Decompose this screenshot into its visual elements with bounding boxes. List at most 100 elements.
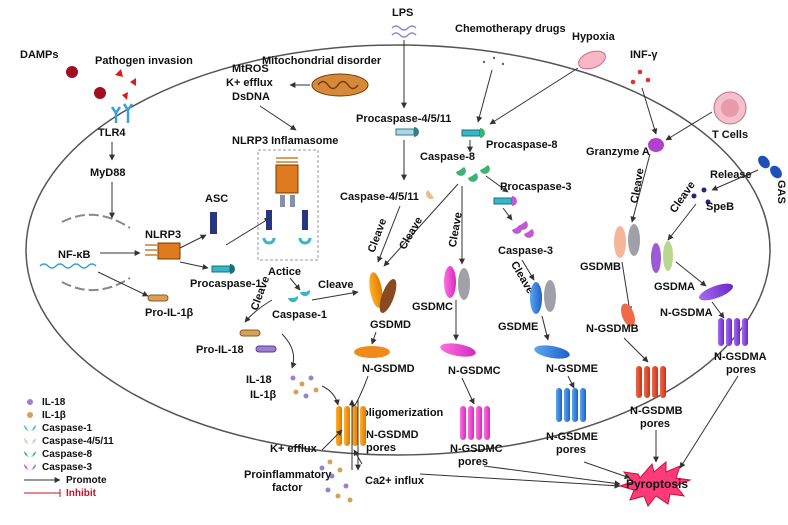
- ngsdme-pore-icon: [556, 388, 586, 422]
- legend-label: IL-1β: [42, 410, 66, 421]
- cleave-4511-label: Cleave: [366, 217, 389, 254]
- ngsdmb-to-pore-arrow: [623, 337, 649, 363]
- granzyme-icon: [648, 138, 664, 152]
- procasp3-to-casp3-arrow: [502, 207, 513, 221]
- gsdma-label: GSDMA: [654, 281, 695, 293]
- tlr4-receptor-icon: [110, 103, 134, 123]
- ngsdme-label: N-GSDME: [546, 363, 598, 375]
- legend-symbol: [24, 425, 36, 431]
- legend-label: IL-18: [42, 397, 66, 408]
- gas-label: GAS: [775, 180, 787, 204]
- casp4511-label: Caspase-4/5/11: [340, 191, 419, 203]
- infg-label: INF-γ: [630, 49, 658, 61]
- proil18-label: Pro-IL-18: [196, 344, 244, 356]
- ngsdmb-pore-icon: [636, 366, 666, 398]
- pathogen-icon: [115, 69, 136, 100]
- hypoxia-cell-icon: [578, 50, 606, 70]
- pyroptosis-burst-icon: [618, 460, 692, 507]
- pathogen-label: Pathogen invasion: [95, 55, 193, 67]
- myd88-label: MyD88: [90, 167, 125, 179]
- ngsdmc-to-pore-arrow: [461, 377, 475, 405]
- ngsdmc-to-pyroptosis-arrow: [483, 465, 621, 487]
- procasp3-icon: [493, 196, 517, 206]
- procasp1-icon: [211, 264, 235, 274]
- speb-label: SpeB: [706, 201, 734, 213]
- lps-label: LPS: [392, 7, 413, 19]
- legend-symbol: [24, 451, 36, 457]
- legend-label: Promote: [66, 475, 107, 486]
- gsdmd-label: GSDMD: [370, 319, 411, 331]
- gsdmd-protein-icon: [369, 272, 397, 314]
- procasp3-label: Procaspase-3: [500, 181, 572, 193]
- ca-influx-arrow: [353, 449, 363, 465]
- casp3-label: Caspase-3: [498, 245, 553, 257]
- ngsdma-to-pyroptosis-arrow: [679, 375, 739, 469]
- pyroptosis-label: Pyroptosis: [626, 477, 688, 491]
- nlrp3-icon: [145, 242, 181, 260]
- nlrp3-label: NLRP3: [145, 229, 181, 241]
- procasp8-icon: [461, 128, 485, 138]
- casp1-to-gsdmd-arrow: [311, 289, 359, 301]
- hypoxia-to-procasp8-arrow: [489, 67, 579, 125]
- gsdmc-protein-icon: [444, 266, 470, 300]
- legend-label: Caspase-1: [42, 423, 92, 434]
- ngsdmd-icon: [354, 346, 390, 358]
- ngsdmd-pore-icon: [336, 406, 366, 446]
- kefflux1-label: K+ efflux: [226, 77, 274, 89]
- ngsdmb-label: N-GSDMB: [586, 323, 639, 335]
- ngsdmd-to-pyroptosis-arrow: [419, 473, 621, 489]
- gas-icon: [758, 155, 782, 179]
- casp4511-to-gsdmd-arrow: [377, 205, 401, 263]
- ngsdmc-icon: [440, 343, 476, 357]
- gsdmc-label: GSDMC: [412, 301, 453, 313]
- outflow-dots-icon: [319, 459, 353, 503]
- mtros-label: MtROS: [232, 63, 269, 75]
- legend-label: Caspase-4/5/11: [42, 436, 114, 447]
- nucleus-envelope: [61, 213, 131, 292]
- nlrp3-infl-label: NLRP3 Inflamasome: [232, 135, 338, 147]
- legend-symbol: [27, 412, 33, 418]
- il1b-label: IL-1β: [250, 389, 277, 401]
- legend-symbol: [24, 438, 36, 444]
- tcells-label: T Cells: [712, 129, 748, 141]
- gsdmb-label: GSDMB: [580, 261, 621, 273]
- proil1b-icon: [147, 294, 169, 302]
- legend-label: Inhibit: [66, 488, 97, 499]
- infg-molecule-icon: [630, 69, 651, 85]
- gsdmb-to-ngsdmb-arrow: [621, 261, 633, 313]
- gas-to-speb-arrow: [711, 169, 759, 191]
- casp3-icon: [512, 221, 534, 238]
- gsdmd-to-ngsdmd-arrow: [370, 331, 377, 345]
- cleave-casp1-gsdmd-label: Cleave: [318, 279, 353, 291]
- hypoxia-label: Hypoxia: [572, 31, 616, 43]
- casp8-icon: [456, 165, 490, 182]
- asc-to-inflammasome-arrow: [225, 217, 271, 246]
- oligo-label: oligomerization: [362, 407, 444, 419]
- ngsdmb-icon: [621, 303, 635, 327]
- chemo-to-procasp8-arrow: [476, 69, 493, 123]
- mitochondria-icon: [311, 73, 369, 97]
- casp8-to-gsdmd-arrow: [383, 183, 459, 267]
- lps-icon: [391, 25, 417, 38]
- casp1-icon: [288, 290, 311, 303]
- cleave-8-gsdmd-label: Cleave: [397, 215, 425, 252]
- procasp1-label: Procaspase-1: [190, 278, 262, 290]
- asc-label: ASC: [205, 193, 228, 205]
- casp3-to-gsdme-arrow: [521, 259, 535, 281]
- ngsdme-to-pore-arrow: [567, 375, 575, 389]
- legend-symbol: [27, 399, 33, 405]
- kefflux-arrow: [321, 429, 343, 451]
- ngsdmd-to-pore-arrow: [351, 375, 369, 411]
- ngsdme-to-pyroptosis-arrow: [583, 461, 631, 480]
- ngsdma-icon: [698, 283, 734, 301]
- il18-label: IL-18: [246, 374, 272, 386]
- cytokine-dots-icon: [290, 375, 319, 399]
- asc-icon: [210, 212, 217, 234]
- actice-label: Actice: [268, 266, 301, 278]
- ngsdmd-label: N-GSDMD: [362, 363, 415, 375]
- ca-influx-label: Ca2+ influx: [365, 475, 425, 487]
- casp8-label: Caspase-8: [420, 151, 475, 163]
- dsdna-label: DsDNA: [232, 91, 270, 103]
